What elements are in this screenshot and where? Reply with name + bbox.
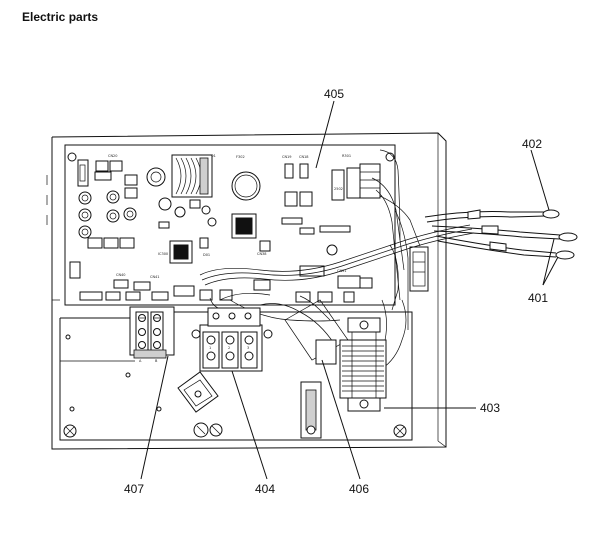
page-title: Electric parts: [22, 10, 99, 24]
sensor-tip: [555, 250, 575, 260]
callout-406: 406: [349, 482, 369, 496]
circuit-board: CN20 T301 F302 CN19 CN18 R301 IC300 D01 …: [64, 144, 429, 306]
svg-text:IC300: IC300: [158, 252, 168, 256]
svg-text:D01: D01: [203, 253, 210, 257]
wire-clamp-406: [284, 299, 349, 439]
wiring-harness: [199, 149, 475, 371]
callout-401: 401: [528, 291, 548, 305]
svg-text:3: 3: [247, 346, 249, 350]
svg-text:CN19: CN19: [282, 155, 292, 159]
callout-407: 407: [124, 482, 144, 496]
svg-text:CN41: CN41: [150, 275, 160, 279]
reactor-coil-403: [339, 317, 387, 412]
svg-text:2: 2: [228, 346, 230, 350]
cord-clamp: [177, 371, 223, 438]
callout-404: 404: [255, 482, 275, 496]
svg-text:1: 1: [209, 346, 211, 350]
svg-text:A: A: [139, 359, 142, 363]
callout-405: 405: [324, 87, 344, 101]
svg-text:CN18: CN18: [299, 155, 309, 159]
terminal-block-404: 1 2 3: [191, 307, 273, 372]
svg-text:R301: R301: [342, 154, 351, 158]
svg-text:CN40: CN40: [116, 273, 126, 277]
svg-text:CN38: CN38: [257, 252, 267, 256]
svg-text:F302: F302: [236, 155, 245, 159]
svg-text:CN20: CN20: [108, 154, 118, 158]
sensor-tip: [542, 209, 560, 219]
svg-text:2502: 2502: [334, 187, 343, 191]
callout-402: 402: [522, 137, 542, 151]
enclosure-plate: [46, 132, 447, 450]
svg-text:B: B: [155, 359, 158, 363]
sensor-tip: [558, 232, 578, 242]
thermistor-leads: [424, 209, 578, 260]
leader-lines: [140, 100, 559, 480]
callout-403: 403: [480, 401, 500, 415]
